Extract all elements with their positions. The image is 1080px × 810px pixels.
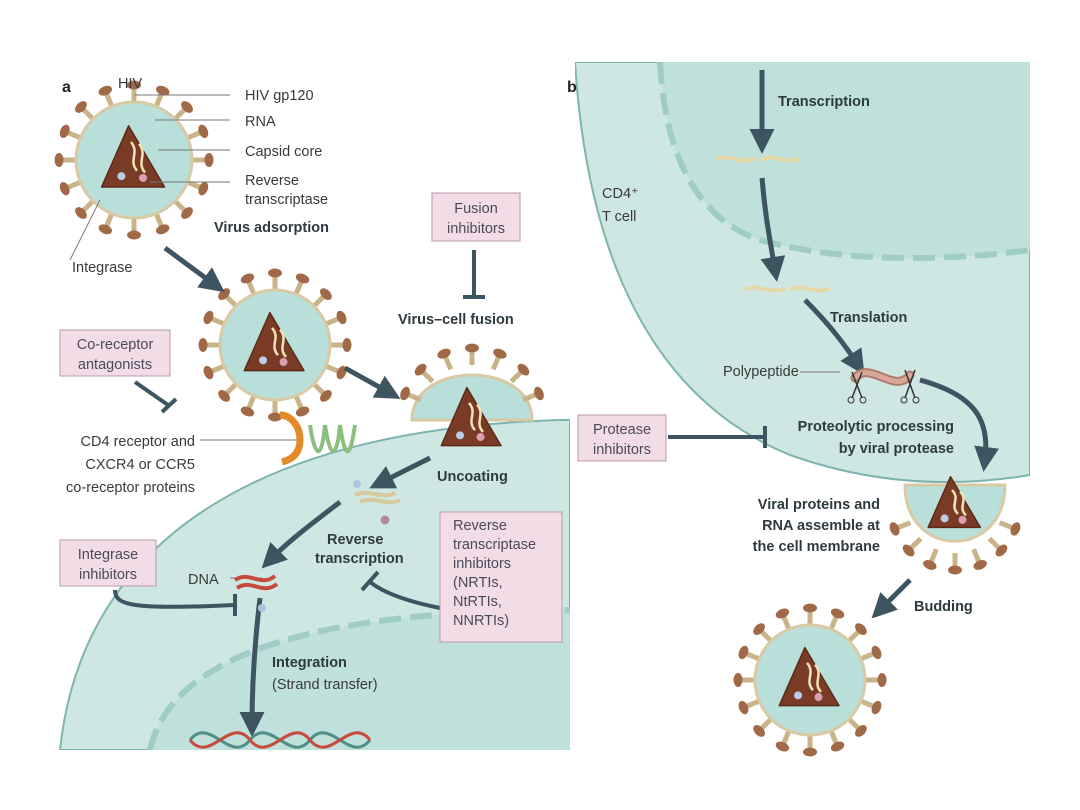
arrow-budding <box>871 578 912 619</box>
svg-text:Protease: Protease <box>593 422 651 438</box>
virion-mature <box>54 80 214 240</box>
arrow-processing <box>919 377 1000 472</box>
hiv-label: HIV <box>118 76 143 92</box>
viral-rna-strands <box>353 480 401 525</box>
transcription-label: Transcription <box>778 94 870 110</box>
svg-text:inhibitors: inhibitors <box>447 221 505 237</box>
integration-label: Integration <box>272 655 347 671</box>
receptor-label-3: co-receptor proteins <box>66 480 195 496</box>
rt-label-line2: transcriptase <box>245 192 328 208</box>
virion-leaders <box>69 94 300 579</box>
virion-budding-spikes <box>889 475 1021 575</box>
svg-text:Fusion: Fusion <box>454 201 498 217</box>
svg-text:Co-receptor: Co-receptor <box>77 337 154 353</box>
coreceptor-antagonists-box: Co-receptor antagonists <box>59 329 171 377</box>
svg-text:transcriptase: transcriptase <box>453 537 536 553</box>
protease-inhibition-line <box>668 426 767 448</box>
budding-label: Budding <box>914 599 973 615</box>
cd4-coreceptor-proteins <box>279 411 357 466</box>
cd4-label-2: T cell <box>602 209 636 225</box>
virion-binding <box>198 268 352 422</box>
assembly-label-2: RNA assemble at <box>762 518 880 534</box>
coreceptor-inhibition-line <box>133 380 178 414</box>
svg-text:inhibitors: inhibitors <box>593 442 651 458</box>
rt-label-line1: Reverse <box>245 173 299 189</box>
processing-label-2: by viral protease <box>839 441 954 457</box>
svg-text:(NRTIs,: (NRTIs, <box>453 575 503 591</box>
fusion-inhibitors-box: Fusion inhibitors <box>431 192 521 242</box>
integrase-label: Integrase <box>72 260 132 276</box>
svg-text:antagonists: antagonists <box>78 357 152 373</box>
rt-step-line2: transcription <box>315 551 404 567</box>
polypeptide-label: Polypeptide <box>723 364 799 380</box>
polypeptide-scissors <box>847 368 920 404</box>
arrow-translation <box>803 298 865 376</box>
svg-text:inhibitors: inhibitors <box>79 567 137 583</box>
arrow-adsorption <box>163 245 225 293</box>
uncoating-label: Uncoating <box>437 469 508 485</box>
integrase-inhibition-line <box>113 589 237 616</box>
t-cell-nucleus <box>660 62 1030 259</box>
translation-label: Translation <box>830 310 907 326</box>
host-dna-helix <box>188 731 372 749</box>
svg-text:NtRTIs,: NtRTIs, <box>453 594 502 610</box>
arrow-to-fusion <box>343 365 401 399</box>
integrase-inhibitors-box: Integrase inhibitors <box>59 539 157 587</box>
fusion-label: Virus–cell fusion <box>398 312 514 328</box>
receptor-label-1: CD4 receptor and <box>81 434 195 450</box>
virion-fusing-spikes <box>400 343 544 447</box>
assembly-label-3: the cell membrane <box>753 539 880 555</box>
strand-transfer-label: (Strand transfer) <box>272 677 378 693</box>
virion-released <box>733 603 887 757</box>
panel-b-letter: b <box>567 79 577 96</box>
assembly-label-1: Viral proteins and <box>758 497 880 513</box>
receptor-label-2: CXCR4 or CCR5 <box>85 457 195 473</box>
cd4-label-1: CD4⁺ <box>602 186 639 202</box>
rt-step-line1: Reverse <box>327 532 383 548</box>
adsorption-label: Virus adsorption <box>214 220 329 236</box>
capsid-label: Capsid core <box>245 144 322 160</box>
rt-inhibitors-box: Reverse transcriptase inhibitors (NRTIs,… <box>439 511 563 643</box>
svg-text:NNRTIs): NNRTIs) <box>453 613 509 629</box>
arrow-reverse-transcription <box>261 500 342 569</box>
fusion-inhibition-line <box>463 250 485 299</box>
panel-a-letter: a <box>62 79 71 96</box>
gp120-label: HIV gp120 <box>245 88 314 104</box>
svg-text:Integrase: Integrase <box>78 547 138 563</box>
svg-text:Reverse: Reverse <box>453 518 507 534</box>
arrow-to-translation <box>759 177 786 282</box>
viral-dna <box>233 574 279 612</box>
arrow-uncoating <box>369 455 432 489</box>
protease-inhibitors-box: Protease inhibitors <box>577 414 667 462</box>
arrow-integration <box>239 597 265 738</box>
panel-b <box>575 62 1030 752</box>
rna-label: RNA <box>245 114 276 130</box>
svg-text:inhibitors: inhibitors <box>453 556 511 572</box>
processing-label-1: Proteolytic processing <box>798 419 954 435</box>
mrna-strands <box>714 155 831 293</box>
rt-inhibition-line <box>360 570 441 610</box>
dna-label: DNA <box>188 572 219 588</box>
